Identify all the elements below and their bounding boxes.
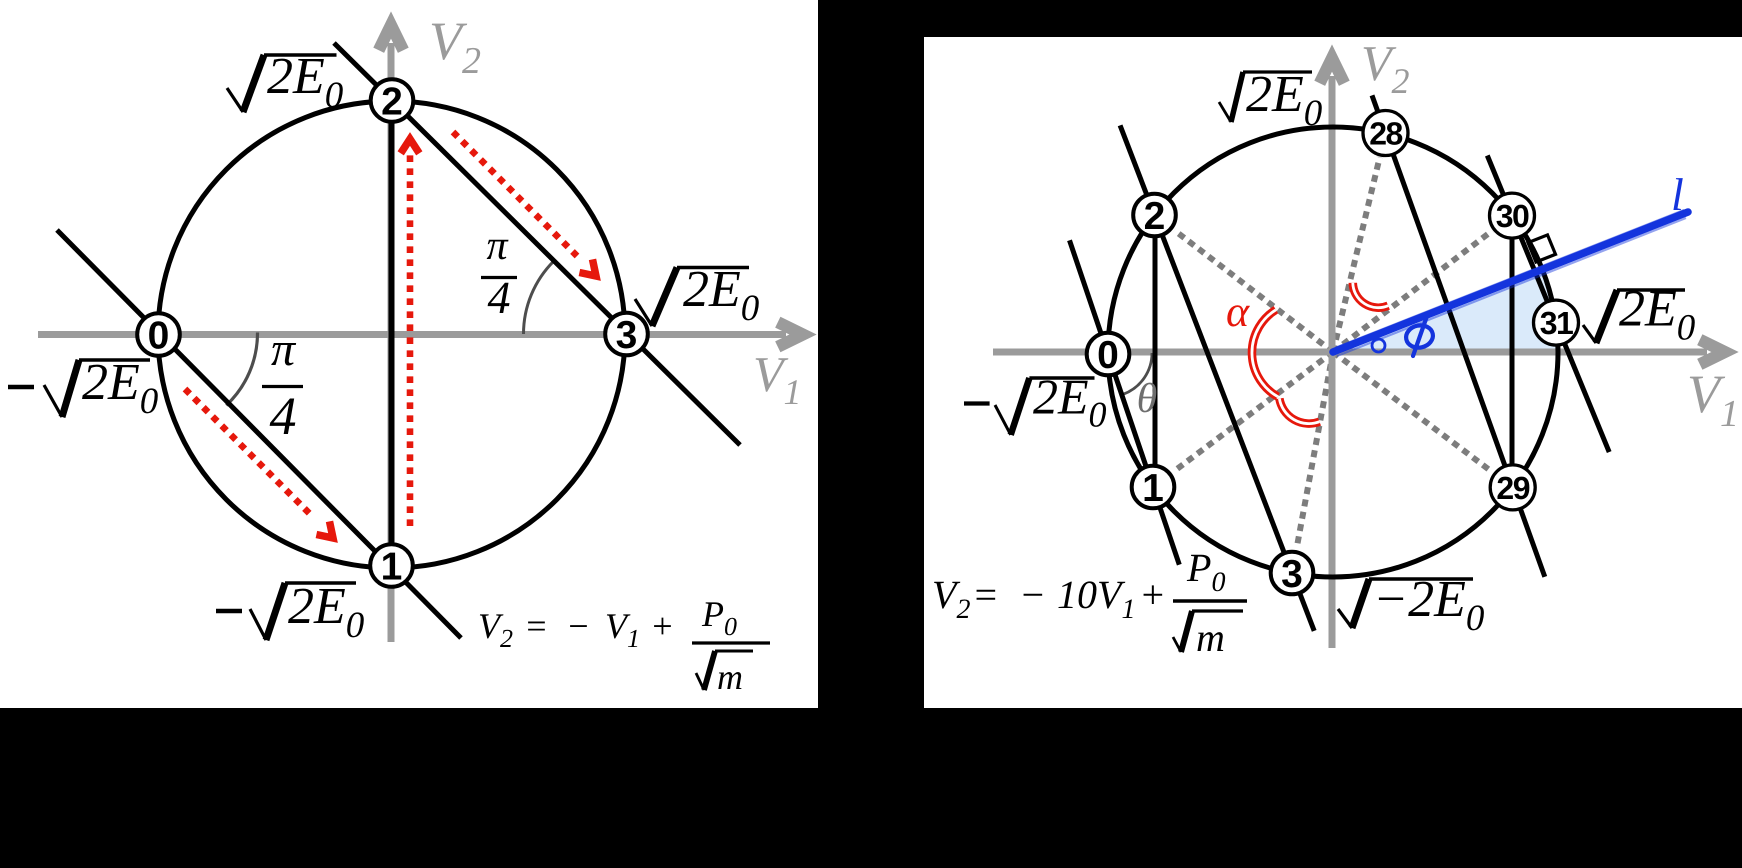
svg-text:V1: V1: [605, 606, 640, 653]
svg-text:0: 0: [148, 314, 170, 357]
svg-text:V1: V1: [753, 346, 802, 412]
svg-text:m: m: [1196, 615, 1225, 660]
svg-text:10V1: 10V1: [1057, 572, 1135, 625]
svg-text:2: 2: [381, 80, 403, 123]
svg-text:28: 28: [1369, 115, 1402, 151]
svg-text:0: 0: [1097, 334, 1119, 377]
svg-text:=: =: [972, 572, 999, 617]
svg-text:l: l: [1671, 169, 1684, 220]
svg-text:4: 4: [488, 272, 511, 323]
svg-text:2E0: 2E0: [1246, 66, 1323, 134]
svg-text:1: 1: [1142, 467, 1164, 510]
svg-text:V2: V2: [429, 11, 481, 82]
svg-text:θ: θ: [1137, 376, 1158, 422]
svg-text:2E0: 2E0: [1033, 369, 1107, 435]
svg-text:2E0: 2E0: [82, 354, 159, 422]
svg-text:V1: V1: [1687, 364, 1739, 435]
svg-text:+: +: [650, 606, 674, 646]
svg-text:−: −: [1019, 572, 1046, 617]
svg-text:2E0: 2E0: [288, 578, 365, 646]
svg-text:π: π: [486, 223, 508, 269]
svg-text:V2: V2: [478, 606, 513, 653]
svg-text:m: m: [717, 657, 743, 697]
svg-text:α: α: [1226, 287, 1250, 336]
svg-text:−2E0: −2E0: [1373, 571, 1485, 639]
svg-text:29: 29: [1496, 470, 1529, 506]
svg-text:π: π: [271, 323, 297, 376]
svg-text:2E0: 2E0: [683, 261, 760, 329]
svg-text:31: 31: [1540, 305, 1573, 341]
svg-text:4: 4: [270, 386, 297, 446]
svg-text:−: −: [566, 606, 590, 646]
svg-text:1: 1: [381, 545, 403, 588]
svg-text:2: 2: [1144, 195, 1166, 238]
svg-text:3: 3: [616, 314, 638, 357]
svg-text:30: 30: [1496, 198, 1529, 234]
svg-text:=: =: [524, 606, 548, 646]
svg-text:V2: V2: [932, 572, 970, 625]
svg-text:2E0: 2E0: [267, 48, 344, 116]
svg-text:P0: P0: [1186, 545, 1225, 598]
svg-text:+: +: [1139, 572, 1166, 617]
svg-text:3: 3: [1281, 553, 1303, 596]
svg-text:V2: V2: [1361, 37, 1410, 101]
svg-text:P0: P0: [701, 594, 737, 641]
